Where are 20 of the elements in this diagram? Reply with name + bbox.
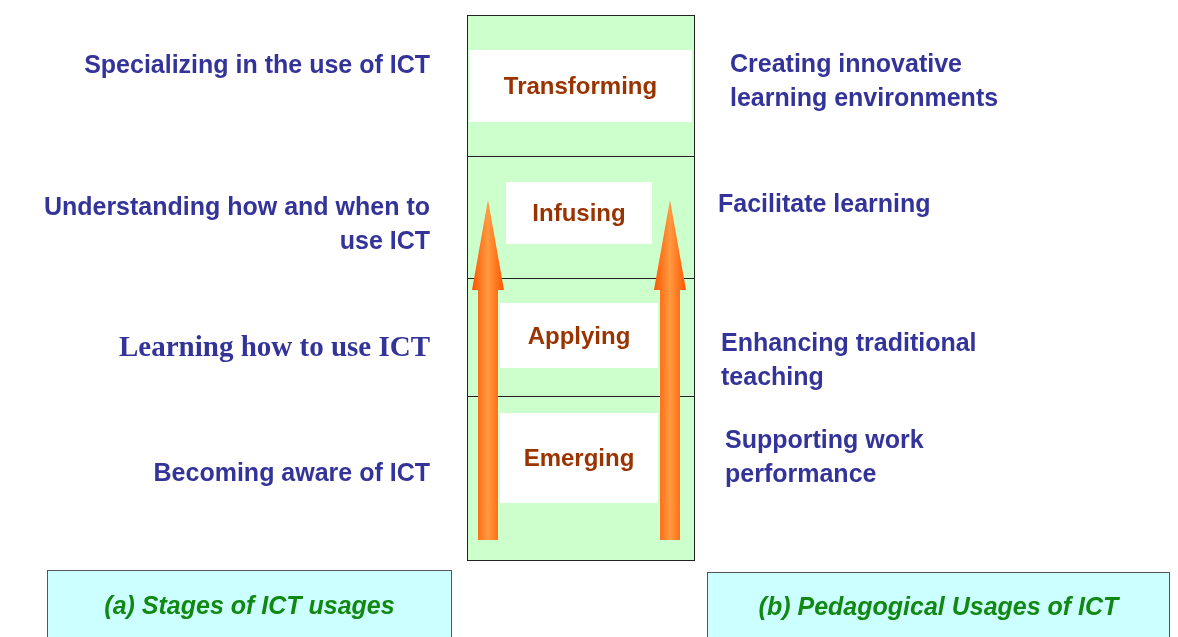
stage-label: Emerging bbox=[523, 444, 635, 472]
usage-description: Facilitate learning bbox=[718, 188, 932, 219]
stage-label: Transforming bbox=[503, 72, 658, 100]
usage-description: Creating innovative learning environments bbox=[730, 48, 1000, 113]
stage-label: Infusing bbox=[532, 199, 626, 227]
usage-description: Understanding how and when to use ICT bbox=[42, 191, 430, 256]
stage-box bbox=[506, 182, 652, 244]
caption-text: (a) Stages of ICT usages bbox=[104, 590, 395, 620]
caption-box bbox=[707, 572, 1170, 637]
usage-description: Specializing in the use of ICT bbox=[83, 49, 430, 80]
usage-description: Learning how to use ICT bbox=[118, 329, 430, 363]
stage-label: Applying bbox=[527, 321, 631, 350]
stage-box bbox=[500, 303, 658, 368]
stage-box bbox=[469, 50, 692, 122]
stage-box bbox=[500, 413, 658, 503]
caption-box bbox=[47, 570, 452, 637]
usage-description: Becoming aware of ICT bbox=[152, 457, 430, 488]
usage-description: Enhancing traditional teaching bbox=[721, 327, 978, 392]
caption-text: (b) Pedagogical Usages of ICT bbox=[758, 591, 1119, 621]
usage-description: Supporting work performance bbox=[725, 424, 925, 489]
